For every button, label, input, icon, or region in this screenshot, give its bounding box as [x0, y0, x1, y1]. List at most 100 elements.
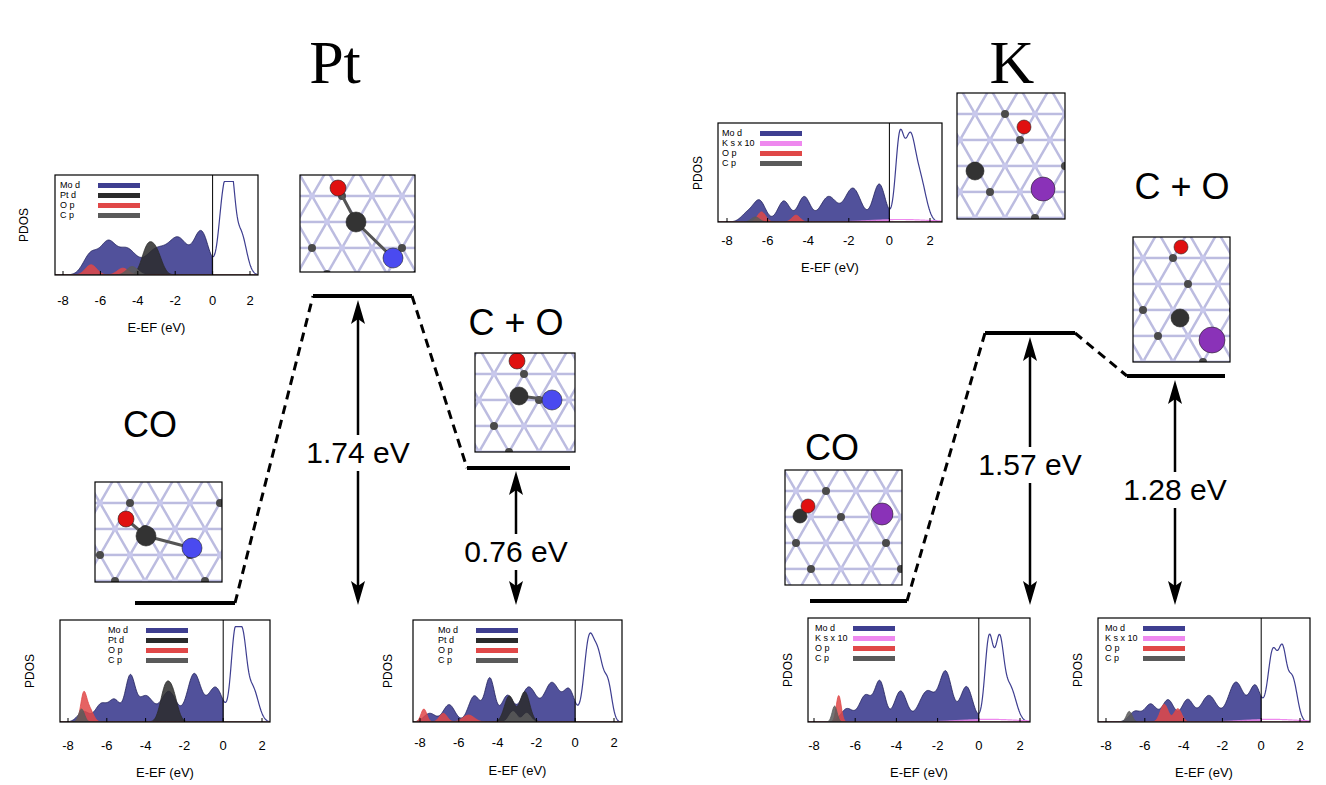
- lattice-bond: [785, 543, 796, 569]
- legend-item: O p: [722, 148, 802, 158]
- legend-item: C p: [722, 158, 802, 168]
- pdos-unoccupied: [979, 719, 1030, 721]
- lattice-bond: [796, 490, 826, 493]
- lattice-bond: [960, 93, 975, 114]
- mo-atom: [882, 539, 890, 547]
- lattice-bond: [539, 426, 554, 452]
- legend-item: Pt d: [438, 635, 518, 645]
- fermi-line: [1261, 618, 1262, 722]
- pdos-fill: [55, 242, 212, 275]
- c-atom: [1185, 333, 1191, 339]
- tick-mark: [145, 718, 146, 722]
- tick-label: -4: [132, 294, 144, 307]
- tick-label: -2: [169, 294, 181, 307]
- c-atom: [172, 526, 178, 532]
- legend-text: C p: [60, 210, 94, 220]
- tick-label: -6: [101, 739, 113, 752]
- lattice: [785, 470, 902, 585]
- legend-swatch: [853, 626, 895, 631]
- fermi-line: [978, 618, 979, 722]
- tick-label: -2: [179, 739, 191, 752]
- energy-level: [985, 331, 1075, 335]
- lattice-bond: [856, 517, 871, 543]
- lattice-bond: [811, 516, 841, 519]
- lattice-bond: [1020, 93, 1035, 114]
- tick-mark: [575, 718, 576, 722]
- tick-label: -2: [531, 736, 543, 749]
- lattice-bond: [160, 555, 175, 581]
- pdos-unoccupied: [979, 634, 1030, 722]
- legend-item: K s x 10: [722, 138, 802, 148]
- arrow-head: [1168, 581, 1182, 605]
- c-atom: [1002, 163, 1008, 169]
- lattice-bond: [475, 374, 479, 400]
- fermi-line: [223, 620, 224, 722]
- c-atom: [551, 371, 557, 377]
- c-atom: [853, 488, 859, 494]
- energy-level: [467, 466, 570, 470]
- lattice-bond: [856, 491, 871, 517]
- pdos-curves: [718, 129, 942, 222]
- legend-swatch: [853, 646, 895, 651]
- axis-title: E-EF (eV): [801, 261, 859, 274]
- axis-title: PDOS: [692, 155, 704, 189]
- tick-label: 2: [246, 294, 253, 307]
- lattice-bond: [160, 503, 175, 529]
- tick-mark: [106, 718, 107, 722]
- pdos-unoccupied: [1261, 719, 1309, 721]
- mo-atom: [505, 448, 513, 452]
- tick-label: -6: [762, 234, 774, 247]
- lattice-bond: [475, 426, 479, 452]
- tick-mark: [212, 271, 213, 275]
- lattice-bond: [1133, 336, 1143, 362]
- legend-swatch: [98, 193, 140, 198]
- inset-frame: [785, 470, 902, 585]
- legend-swatch: [476, 648, 518, 653]
- lattice-bond: [524, 426, 539, 452]
- legend-swatch: [760, 161, 802, 166]
- tick-label: 2: [1296, 739, 1303, 752]
- lattice-bond: [1005, 166, 1020, 192]
- arrow-head: [1168, 380, 1182, 404]
- tick-label: -8: [57, 294, 69, 307]
- lattice-bond: [975, 192, 990, 218]
- lattice-bond: [1203, 237, 1218, 258]
- pdos-panel: [1098, 618, 1310, 722]
- pdos-panel: [60, 620, 270, 722]
- legend-text: O p: [108, 645, 142, 655]
- lattice-bond: [785, 470, 796, 491]
- tick-mark: [1300, 718, 1301, 722]
- lattice-bond: [826, 490, 856, 493]
- tick-mark: [814, 718, 815, 722]
- lattice-bond: [1035, 140, 1050, 166]
- lattice-bond: [1133, 258, 1143, 284]
- lattice-bond: [811, 543, 826, 569]
- pdos-fill: [718, 184, 889, 222]
- lattice-bond: [1050, 140, 1065, 166]
- c-atom: [142, 578, 148, 582]
- lattice-bond: [1173, 336, 1188, 362]
- inset-frame: [300, 175, 415, 272]
- lattice: [300, 175, 415, 272]
- lattice-bond: [841, 517, 856, 543]
- lattice-bond: [300, 222, 312, 248]
- lattice-bond: [826, 543, 841, 569]
- tick-mark: [1144, 718, 1145, 722]
- legend-swatch: [1143, 656, 1185, 661]
- lattice-bond: [856, 470, 871, 491]
- tick-label: 2: [1016, 739, 1023, 752]
- lattice-bond: [479, 374, 494, 400]
- lattice-bond: [312, 196, 327, 222]
- tick-mark: [1183, 718, 1184, 722]
- lattice-bond: [100, 555, 115, 581]
- mo-atom: [1001, 110, 1009, 118]
- legend-text: Pt d: [438, 635, 472, 645]
- pdos-unoccupied: [213, 182, 258, 275]
- lattice-bond: [1173, 257, 1203, 260]
- lattice-bond: [312, 175, 327, 196]
- lattice-bond: [1133, 283, 1158, 286]
- mo-atom: [520, 370, 528, 378]
- legend-item: Pt d: [108, 635, 188, 645]
- adsorbate-atom: [1031, 177, 1055, 201]
- c-atom: [157, 552, 163, 558]
